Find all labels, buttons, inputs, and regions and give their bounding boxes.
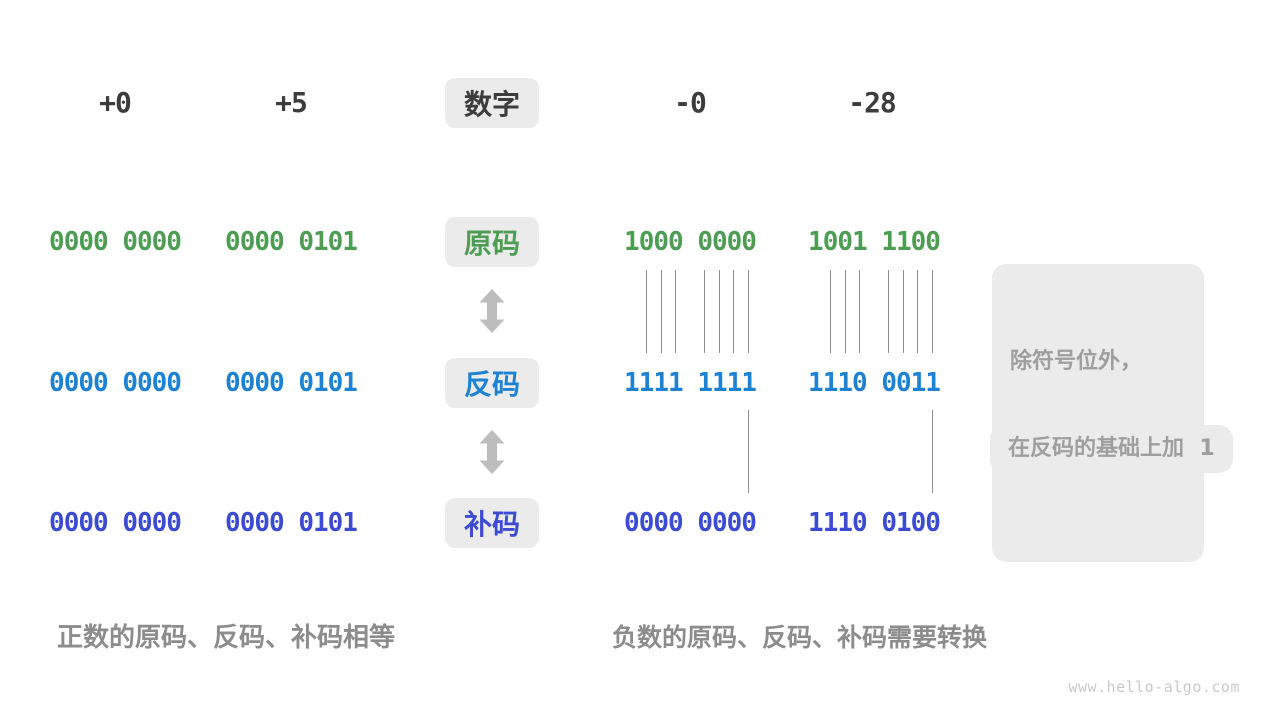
number-badge-label: 数字 bbox=[463, 88, 520, 121]
ones-complement-badge: 反码 bbox=[445, 358, 539, 408]
tick-line bbox=[845, 270, 846, 353]
ones-complement-minus0-bits: 1111 1111 bbox=[624, 368, 757, 398]
ones-complement-plus5-bits: 0000 0101 bbox=[225, 368, 358, 398]
add-one-line-minus28 bbox=[932, 410, 933, 493]
tick-line bbox=[733, 270, 734, 353]
tick-line bbox=[748, 270, 749, 353]
header-plus-5: +5 bbox=[275, 86, 308, 119]
sign-magnitude-badge: 原码 bbox=[445, 217, 539, 267]
tick-line bbox=[830, 270, 831, 353]
twos-complement-badge: 补码 bbox=[445, 498, 539, 548]
sign-magnitude-minus28-bits: 1001 1100 bbox=[808, 227, 941, 257]
sign-magnitude-plus0-bits: 0000 0000 bbox=[49, 227, 182, 257]
negative-caption: 负数的原码、反码、补码需要转换 bbox=[612, 623, 988, 652]
tick-line bbox=[675, 270, 676, 353]
ones-complement-minus28-bits: 1110 0011 bbox=[808, 368, 941, 398]
invert-annotation-line1: 除符号位外， bbox=[1010, 349, 1143, 374]
header-plus-0: +0 bbox=[99, 86, 132, 119]
positive-caption: 正数的原码、反码、补码相等 bbox=[57, 623, 396, 653]
header-minus-0: -0 bbox=[674, 86, 707, 119]
twos-complement-plus5-bits: 0000 0101 bbox=[225, 508, 358, 538]
tick-line bbox=[661, 270, 662, 353]
tick-line bbox=[859, 270, 860, 353]
sign-magnitude-minus0-bits: 1000 0000 bbox=[624, 227, 757, 257]
ones-complement-plus0-bits: 0000 0000 bbox=[49, 368, 182, 398]
twos-complement-badge-label: 补码 bbox=[463, 508, 520, 541]
up-down-arrow-icon bbox=[479, 430, 505, 474]
tick-line bbox=[903, 270, 904, 353]
up-down-arrow-icon bbox=[479, 289, 505, 333]
watermark: www.hello-algo.com bbox=[1068, 678, 1240, 696]
tick-line bbox=[719, 270, 720, 353]
sign-magnitude-badge-label: 原码 bbox=[463, 227, 520, 260]
invert-annotation: 除符号位外， 对其余所有位取反 bbox=[992, 264, 1205, 562]
twos-complement-plus0-bits: 0000 0000 bbox=[49, 508, 182, 538]
tick-line bbox=[646, 270, 647, 353]
number-badge: 数字 bbox=[445, 78, 539, 128]
tick-line bbox=[704, 270, 705, 353]
header-minus-28: -28 bbox=[848, 86, 897, 119]
bit-invert-lines-minus0 bbox=[625, 270, 757, 353]
add-one-line-minus0 bbox=[748, 410, 749, 493]
bit-invert-lines-minus28 bbox=[809, 270, 941, 353]
tick-line bbox=[888, 270, 889, 353]
twos-complement-minus0-bits: 0000 0000 bbox=[624, 508, 757, 538]
twos-complement-minus28-bits: 1110 0100 bbox=[808, 508, 941, 538]
ones-complement-badge-label: 反码 bbox=[463, 368, 520, 401]
add-one-annotation: 在反码的基础上加 1 bbox=[990, 425, 1233, 473]
tick-line bbox=[917, 270, 918, 353]
tick-line bbox=[932, 270, 933, 353]
sign-magnitude-plus5-bits: 0000 0101 bbox=[225, 227, 358, 257]
